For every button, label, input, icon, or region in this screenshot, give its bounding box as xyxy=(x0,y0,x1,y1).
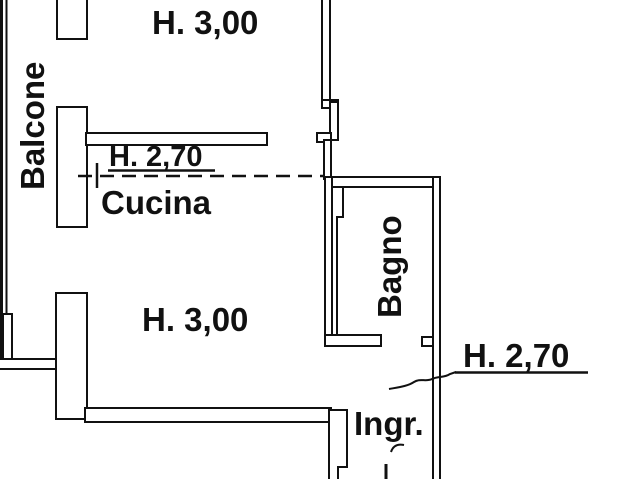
bathroom-inner-step xyxy=(336,186,344,336)
right-wall-main xyxy=(432,176,441,479)
bathroom-top-wall xyxy=(324,176,441,188)
entrance-door-arc xyxy=(390,443,405,453)
right-wall-mid xyxy=(329,101,339,141)
window-pier-middle xyxy=(56,106,88,228)
entrance-label: Ingr. xyxy=(354,405,424,442)
window-pier-bottom xyxy=(55,292,88,420)
bathroom-bottom-wall xyxy=(324,334,382,347)
kitchen-height-label: H. 2,70 xyxy=(109,141,203,173)
bathroom-left-wall xyxy=(324,176,333,347)
entrance-height-label: H. 2,70 xyxy=(463,337,569,374)
kitchen-partition-wall xyxy=(85,132,268,146)
upper-room-height-label: H. 3,00 xyxy=(152,4,258,41)
leader-line xyxy=(388,371,457,390)
balcony-end-post xyxy=(2,313,13,360)
right-wall-lower xyxy=(323,139,332,180)
living-bottom-wall xyxy=(84,407,332,423)
lower-room-height-label: H. 3,00 xyxy=(142,301,248,338)
right-wall-upper xyxy=(321,0,331,105)
balcony-label: Balcone xyxy=(14,62,51,190)
kitchen-label: Cucina xyxy=(101,184,212,221)
bathroom-label: Bagno xyxy=(371,215,408,318)
entrance-door-jamb xyxy=(328,409,348,479)
balcony-bottom-wall xyxy=(0,358,61,370)
window-pier-top xyxy=(56,0,88,40)
